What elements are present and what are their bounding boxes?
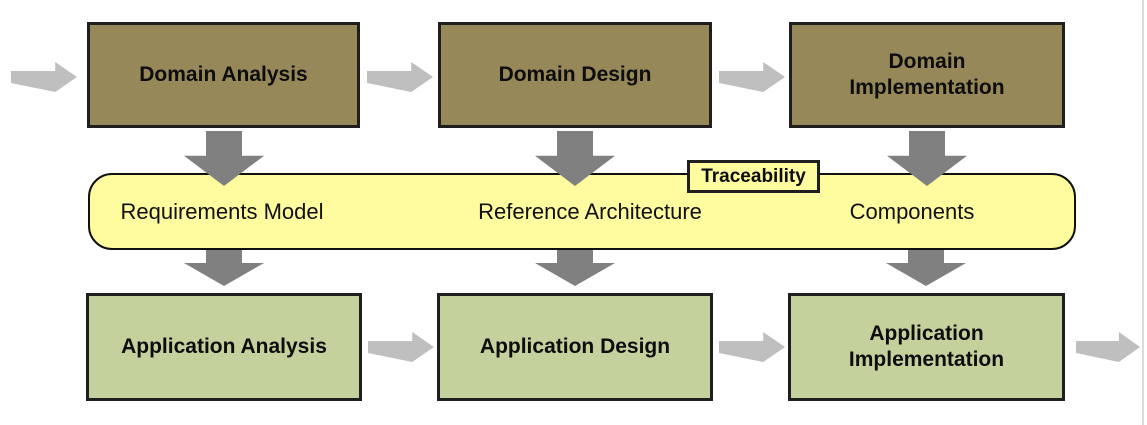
band-to-application-implementation-arrow-icon [886,250,966,286]
reference-architecture-label: Reference Architecture [478,198,702,224]
domain-analysis-label: Domain Analysis [139,62,308,86]
requirements-model-label: Requirements Model [120,198,324,224]
domain-analysis-to-design-arrow-icon [367,62,433,92]
domain-design-label: Domain Design [498,62,652,86]
page-edge-line [1142,0,1144,425]
application-implementation-label: Application Implementation [848,321,1005,371]
domain-implementation-box: Domain Implementation [789,22,1065,128]
domain-design-box: Domain Design [438,22,712,128]
application-design-box: Application Design [437,293,713,401]
application-design-to-implementation-arrow-icon [719,332,785,362]
components-label: Components [849,198,975,224]
application-analysis-to-design-arrow-icon [368,332,434,362]
band-to-application-analysis-arrow-icon [184,250,264,286]
domain-analysis-box: Domain Analysis [87,22,360,128]
traceability-tag: Traceability [687,160,820,193]
traceability-label: Traceability [701,165,806,187]
domain-implementation-label: Domain Implementation [849,49,1005,99]
application-analysis-label: Application Analysis [121,334,327,358]
band-to-application-design-arrow-icon [535,250,615,286]
domain-design-to-implementation-arrow-icon [719,62,785,92]
application-design-label: Application Design [479,334,671,358]
application-analysis-box: Application Analysis [86,293,362,401]
flow-out-arrow-icon [1076,332,1140,362]
application-implementation-box: Application Implementation [788,293,1065,401]
flow-in-arrow-icon [11,62,77,92]
